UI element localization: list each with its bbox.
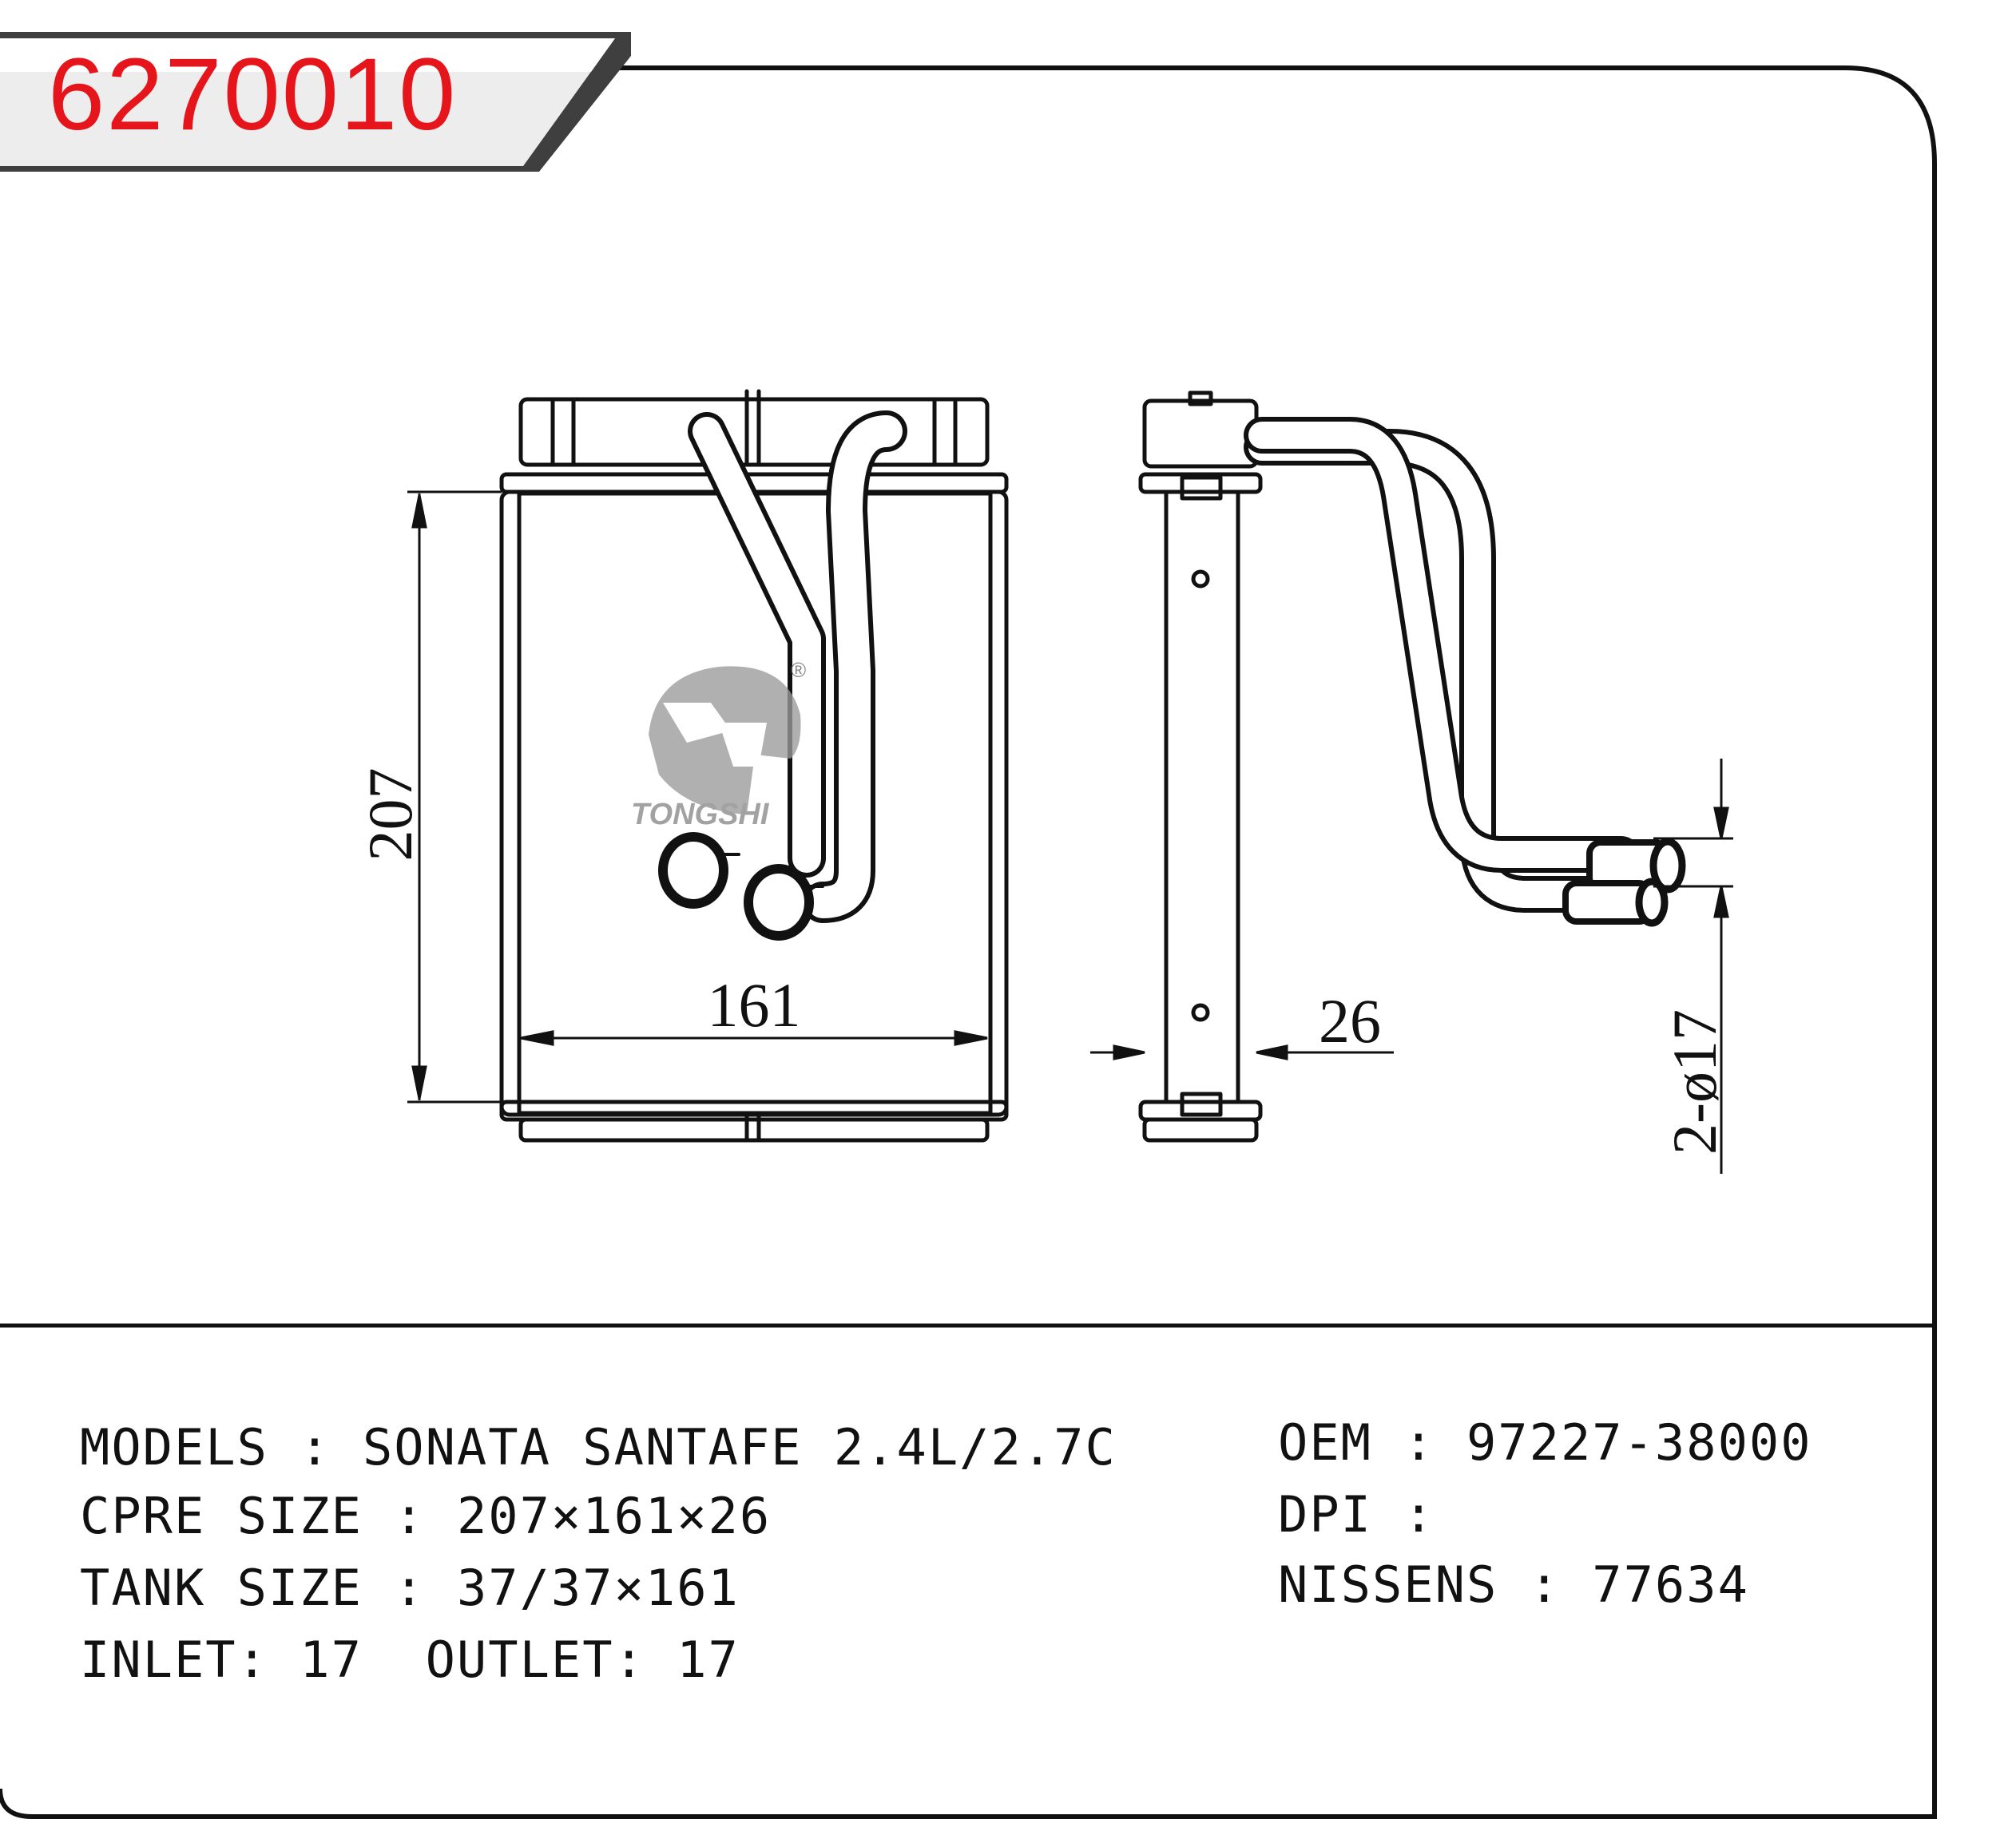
spec-outlet-label: OUTLET: <box>425 1631 645 1689</box>
spec-core-size: CPRE SIZE : 207×161×26 <box>80 1487 772 1545</box>
spec-inlet-value: 17 <box>300 1631 363 1689</box>
front-view <box>499 389 1009 1143</box>
spec-tank-size-label: TANK SIZE <box>80 1559 363 1617</box>
spec-models-label: MODELS <box>80 1418 268 1476</box>
part-number-banner <box>0 32 631 172</box>
spec-nissens: NISSENS : 77634 <box>1278 1556 1749 1614</box>
spec-dpi: DPI : <box>1278 1485 1466 1544</box>
height-dimension-label: 207 <box>355 768 425 862</box>
spec-core-size-value: 207×161×26 <box>456 1487 772 1545</box>
tongshi-logo: TONGSHI ® <box>631 658 806 831</box>
sheet-border <box>0 65 1937 1819</box>
spec-oem-value: 97227-38000 <box>1466 1413 1812 1472</box>
registered-mark: ® <box>791 658 806 682</box>
spec-models: MODELS : SONATA SANTAFE 2.4L/2.7C <box>80 1418 1117 1476</box>
spec-tank-size-value: 37/37×161 <box>456 1559 740 1617</box>
spec-outlet-value: 17 <box>677 1631 740 1689</box>
spec-dpi-label: DPI <box>1278 1485 1372 1544</box>
side-view <box>1138 390 1686 1143</box>
logo-wordmark: TONGSHI <box>631 798 770 831</box>
spec-nissens-label: NISSENS <box>1278 1556 1498 1614</box>
spec-oem-label: OEM <box>1278 1413 1372 1472</box>
spec-models-value: SONATA SANTAFE 2.4L/2.7C <box>362 1418 1117 1476</box>
depth-dimension-label: 26 <box>1319 986 1381 1056</box>
spec-inlet-label: INLET: <box>80 1631 268 1689</box>
width-dimension <box>520 1030 988 1046</box>
depth-dimension <box>1090 1044 1394 1060</box>
spec-core-size-label: CPRE SIZE <box>80 1487 363 1545</box>
spec-oem: OEM : 97227-38000 <box>1278 1413 1812 1472</box>
spec-inlet-outlet: INLET: 17 OUTLET: 17 <box>80 1635 740 1685</box>
spec-tank-size: TANK SIZE : 37/37×161 <box>80 1559 740 1617</box>
height-dimension <box>407 490 502 1104</box>
width-dimension-label: 161 <box>708 970 801 1040</box>
pipe-diameter-label: 2-ø17 <box>1660 1009 1729 1155</box>
pipe-diameter-dimension <box>1653 759 1733 1174</box>
spec-nissens-value: 77634 <box>1592 1556 1749 1614</box>
part-number: 6270010 <box>48 38 458 152</box>
